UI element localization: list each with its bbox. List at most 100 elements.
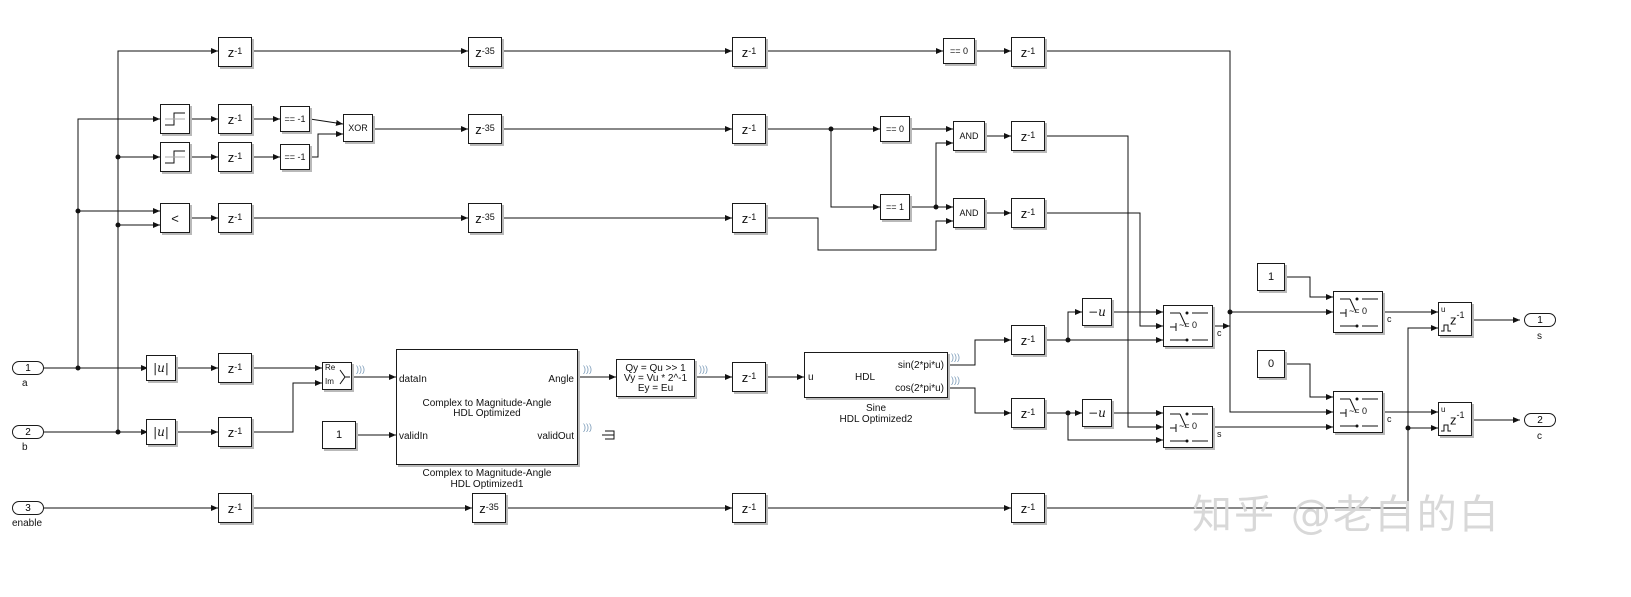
re-port-label: Re [325, 363, 336, 372]
less-than-block[interactable]: < [160, 203, 190, 233]
delay-block[interactable]: z-1 [1011, 37, 1045, 67]
outport-number: 2 [1537, 414, 1543, 426]
sign-block[interactable] [160, 142, 190, 172]
validin-port-label: validIn [399, 431, 428, 442]
signal-label: s [1217, 429, 1222, 439]
enabled-delay-block[interactable]: u z-1 [1438, 402, 1472, 436]
inport-a[interactable]: 1 [12, 361, 44, 375]
inport-enable[interactable]: 3 [12, 501, 44, 515]
im-port-label: Im [325, 377, 334, 386]
block-caption: Complex to Magnitude-Angle HDL Optimized… [422, 468, 552, 490]
switch-block[interactable]: ~= 0 [1333, 291, 1383, 333]
switch-criteria-label: ~= 0 [1179, 421, 1198, 431]
merge-icon [339, 369, 350, 385]
compare-eq-minus1[interactable]: == -1 [280, 144, 310, 170]
outport-s[interactable]: 1 [1524, 313, 1556, 327]
sin-port-label: sin(2*pi*u) [897, 360, 944, 371]
abs-block[interactable]: |u| [146, 419, 176, 445]
inport-b[interactable]: 2 [12, 425, 44, 439]
outport-number: 1 [1537, 314, 1543, 326]
delay-block[interactable]: z-1 [732, 362, 766, 392]
block-inner-title: Complex to Magnitude-Angle [422, 398, 552, 409]
data-type-conversion-block[interactable]: Qy = Qu >> 1 Vy = Vu * 2^-1 Ey = Eu [616, 359, 695, 397]
and-block[interactable]: AND [953, 198, 985, 228]
compare-eq-1[interactable]: == 1 [880, 194, 910, 220]
delay-block[interactable]: z-1 [1011, 198, 1045, 228]
valid-wireless-icon: ))) [356, 364, 365, 374]
switch-criteria-label: ~= 0 [1179, 320, 1198, 330]
enable-icon [1441, 324, 1451, 332]
switch-icon [1340, 297, 1378, 328]
constant-block[interactable]: 1 [322, 421, 356, 449]
delay-block[interactable]: z-1 [218, 37, 252, 67]
compare-eq-0[interactable]: == 0 [880, 116, 910, 142]
switch-criteria-label: ~= 0 [1349, 306, 1368, 316]
delay-block[interactable]: z-1 [218, 417, 252, 447]
outport-label: c [1537, 431, 1542, 442]
datain-port-label: dataIn [399, 374, 427, 385]
constant-block[interactable]: 1 [1257, 263, 1285, 291]
outport-label: s [1537, 331, 1542, 342]
and-block[interactable]: AND [953, 121, 985, 151]
delay-block[interactable]: z-1 [218, 493, 252, 523]
valid-wireless-icon: ))) [583, 364, 592, 374]
sine-hdl-block[interactable]: u HDL sin(2*pi*u) cos(2*pi*u) [804, 352, 948, 398]
signal-label: c [1387, 314, 1392, 324]
xor-block[interactable]: XOR [343, 114, 373, 142]
signal-label: c [1387, 414, 1392, 424]
watermark: 知乎 @老白的白 [1192, 492, 1501, 538]
unary-minus-block[interactable]: −u [1082, 298, 1112, 326]
inport-number: 2 [25, 426, 31, 438]
delay-block[interactable]: z-1 [732, 37, 766, 67]
cos-port-label: cos(2*pi*u) [895, 383, 944, 394]
delay-block[interactable]: z-1 [732, 203, 766, 233]
delay35-block[interactable]: z-35 [468, 114, 502, 144]
block-inner-subtitle: HDL Optimized [453, 408, 521, 419]
switch-icon [1170, 412, 1208, 443]
enabled-delay-block[interactable]: u z-1 [1438, 302, 1472, 336]
unary-minus-block[interactable]: −u [1082, 399, 1112, 427]
valid-wireless-icon: ))) [583, 422, 592, 432]
sign-icon [165, 150, 185, 164]
switch-icon [1170, 311, 1208, 342]
switch-block[interactable]: ~= 0 [1333, 391, 1383, 433]
inport-number: 1 [25, 362, 31, 374]
compare-eq-0[interactable]: == 0 [943, 38, 975, 64]
delay-block[interactable]: z-1 [732, 114, 766, 144]
delay35-block[interactable]: z-35 [468, 203, 502, 233]
delay-block[interactable]: z-1 [218, 104, 252, 134]
outport-c[interactable]: 2 [1524, 413, 1556, 427]
delay-block[interactable]: z-1 [1011, 325, 1045, 355]
delay35-block[interactable]: z-35 [472, 493, 506, 523]
delay-block[interactable]: z-1 [218, 142, 252, 172]
hdl-label: HDL [855, 372, 876, 383]
delay35-block[interactable]: z-35 [468, 37, 502, 67]
valid-wireless-icon: ))) [951, 375, 960, 385]
valid-wireless-icon: ))) [699, 364, 708, 374]
u-port-label: u [1441, 305, 1446, 314]
delay-block[interactable]: z-1 [218, 203, 252, 233]
real-imag-to-complex-block[interactable]: Re Im [322, 362, 352, 390]
switch-criteria-label: ~= 0 [1349, 406, 1368, 416]
sign-icon [165, 112, 185, 126]
valid-wireless-icon: ))) [951, 352, 960, 362]
switch-block[interactable]: ~= 0 [1163, 406, 1213, 448]
block-caption: Sine HDL Optimized2 [839, 403, 913, 425]
delay-block[interactable]: z-1 [732, 493, 766, 523]
sign-block[interactable] [160, 104, 190, 134]
u-port-label: u [808, 372, 814, 383]
enable-icon [1441, 424, 1451, 432]
u-port-label: u [1441, 405, 1446, 414]
delay-block[interactable]: z-1 [1011, 493, 1045, 523]
compare-eq-minus1[interactable]: == -1 [280, 106, 310, 132]
constant-block[interactable]: 0 [1257, 350, 1285, 378]
abs-block[interactable]: |u| [146, 355, 176, 381]
delay-block[interactable]: z-1 [218, 353, 252, 383]
delay-block[interactable]: z-1 [1011, 398, 1045, 428]
complex-to-magnitude-angle-block[interactable]: dataIn validIn Angle validOut Complex to… [396, 349, 578, 465]
delay-block[interactable]: z-1 [1011, 121, 1045, 151]
inport-number: 3 [25, 502, 31, 514]
switch-block[interactable]: ~= 0 [1163, 305, 1213, 347]
